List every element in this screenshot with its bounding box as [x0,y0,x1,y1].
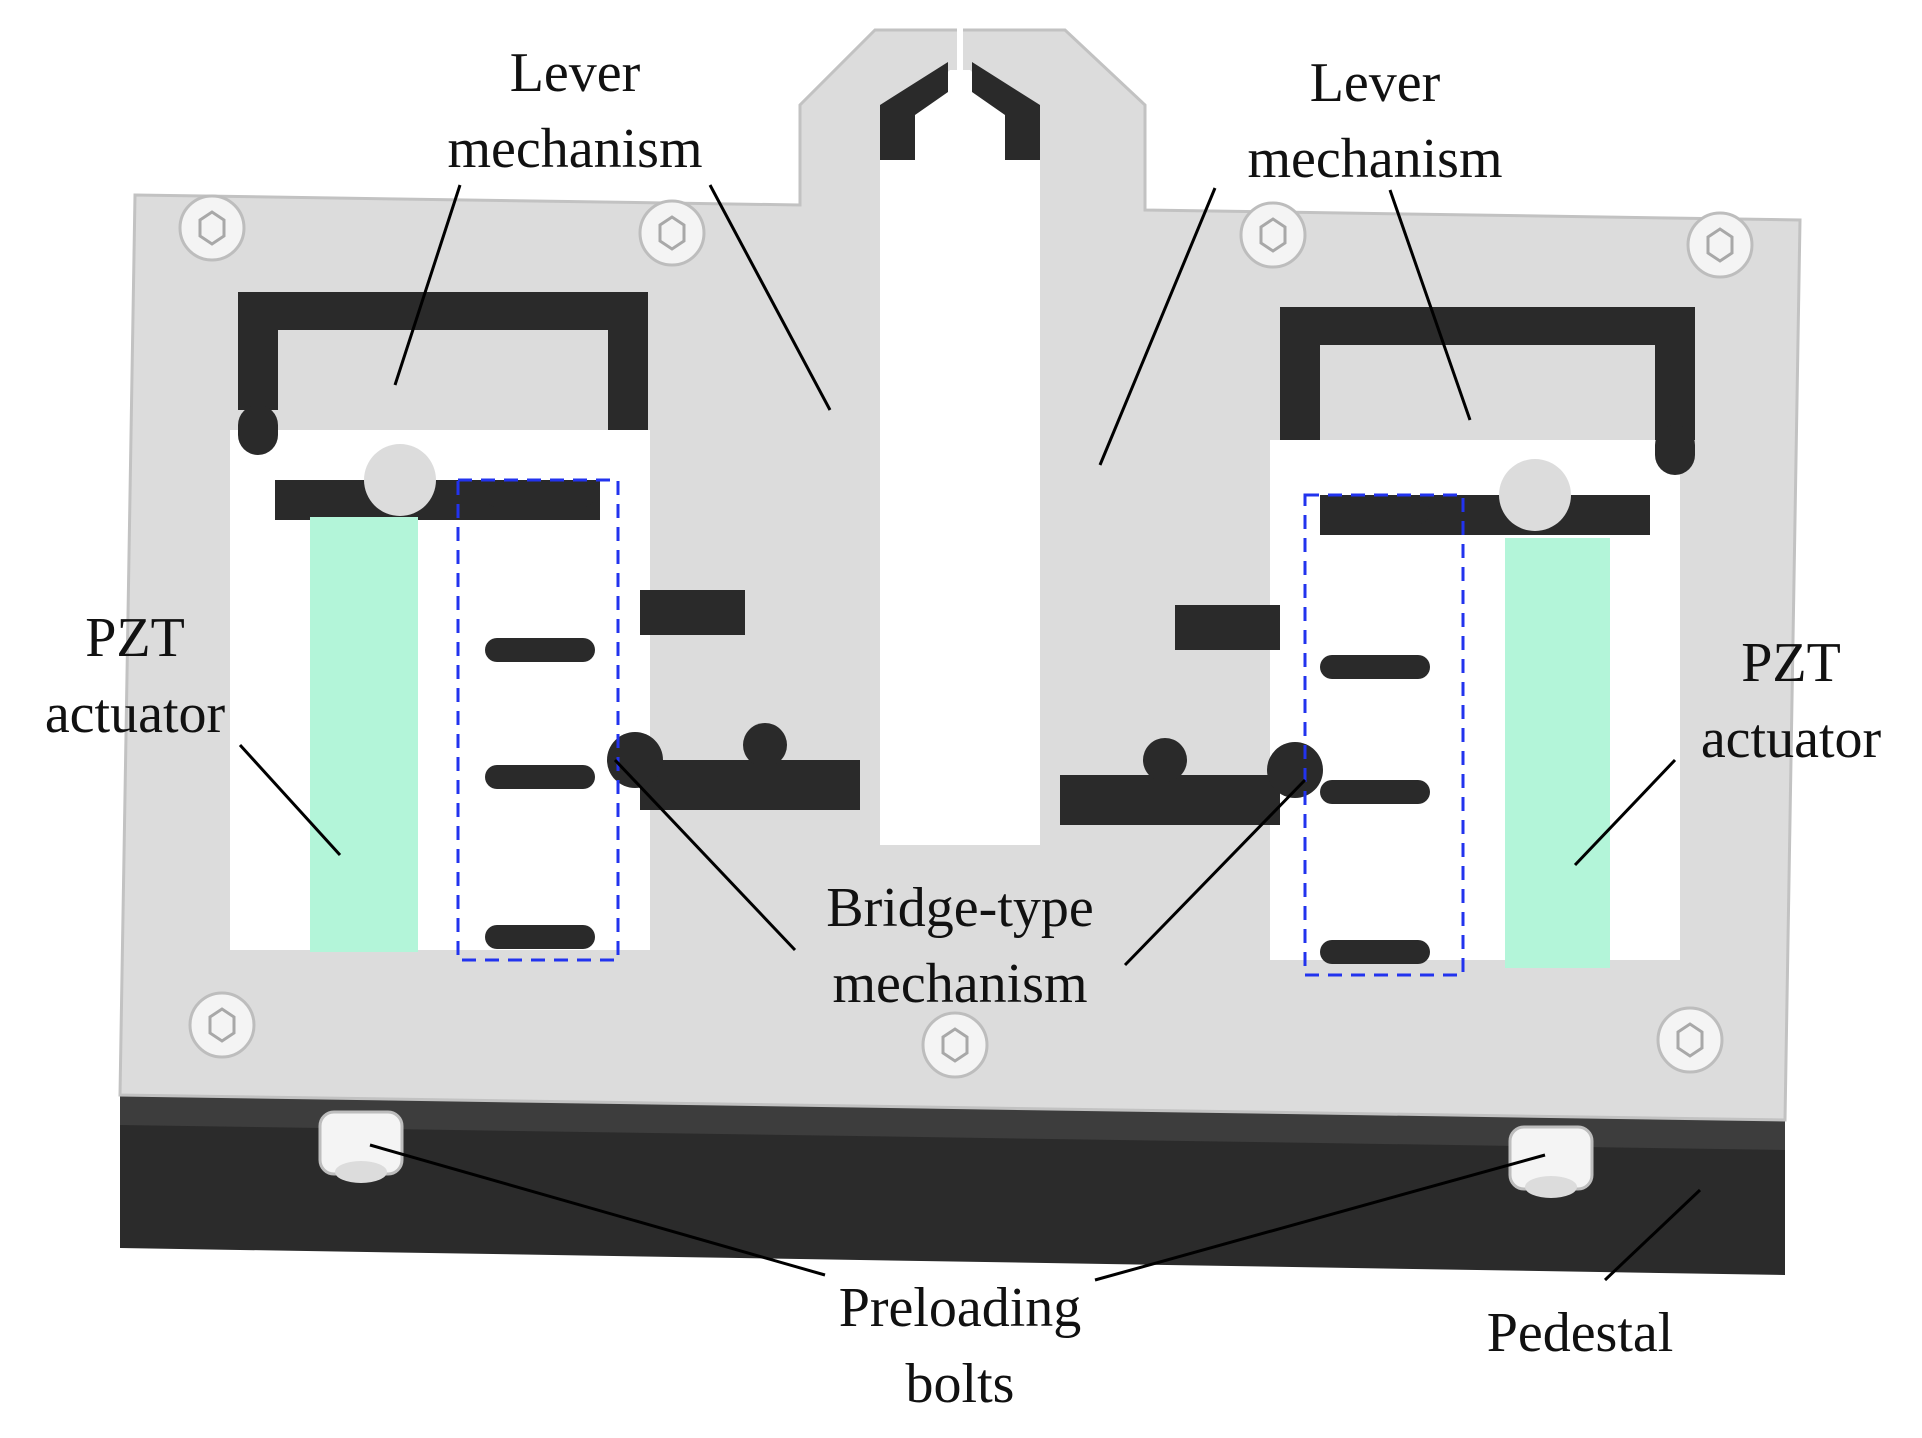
left-cavity [230,292,860,950]
lever-mechanism-left-label: Lever mechanism [447,42,703,180]
leader-lines [238,184,1702,1282]
bridge-flexures-left [485,483,595,949]
pzt-actuator-right [1505,538,1610,968]
screw-heads [178,194,1754,1079]
pzt-actuator-left [310,517,418,952]
pedestal [120,1095,1785,1275]
pedestal-label: Pedestal [1486,1302,1674,1364]
bridge-type-mechanism-label: Bridge-type mechanism [826,877,1094,1015]
bridge-box-right [1303,493,1465,977]
pzt-actuator-left-label: PZT actuator [44,607,226,745]
right-cavity [1060,307,1695,960]
bridge-flexures-right [1320,500,1430,964]
bridge-box-left [456,478,620,962]
lever-mechanism-right-label: Lever mechanism [1247,52,1503,190]
preloading-bolts-label: Preloading bolts [838,1277,1082,1415]
screw-sockets [198,210,1734,1063]
pzt-actuator-right-label: PZT actuator [1700,632,1882,770]
preloading-bolts [318,1110,1594,1198]
